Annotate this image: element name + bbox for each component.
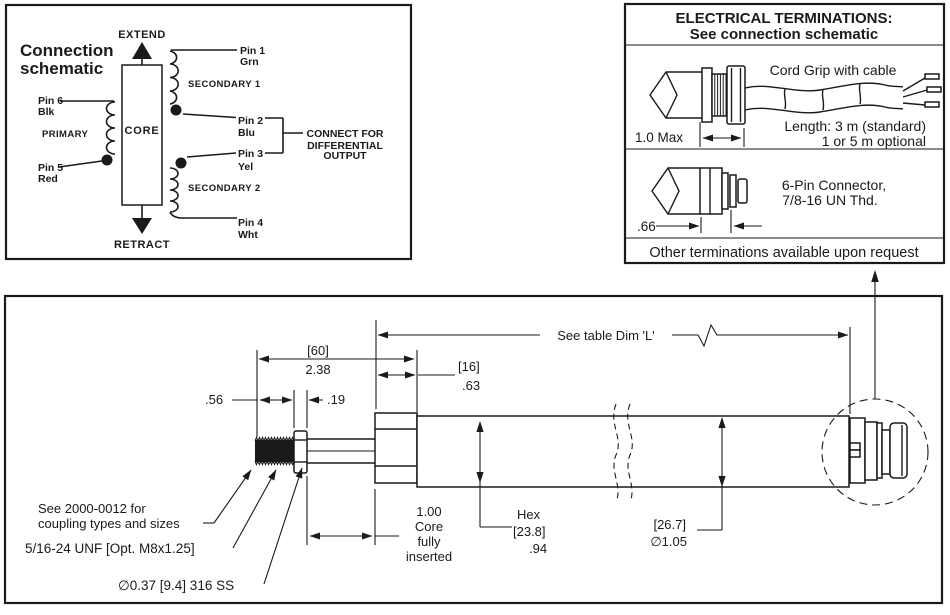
probe-body xyxy=(254,270,929,506)
grip-thread-hatching xyxy=(714,74,727,116)
differential-note-line1: CONNECT FOR xyxy=(307,128,384,140)
dimension-drawing-panel: See table Dim 'L' [60] 2.38 [16] .63 .56 xyxy=(3,270,944,605)
coupling-nut xyxy=(293,430,308,474)
differential-note-line2: DIFFERENTIAL xyxy=(307,140,383,152)
secondary1-label: SECONDARY 1 xyxy=(188,79,261,90)
schematic-title-line2: schematic xyxy=(20,59,103,78)
thread-note: 5/16-24 UNF [Opt. M8x1.25] xyxy=(25,541,195,556)
coupling-note-line1: See 2000-0012 for xyxy=(38,501,146,516)
dim-hex xyxy=(476,421,512,528)
secondary2-winding xyxy=(169,152,237,219)
hex-note-line2: [23.8] xyxy=(513,524,546,539)
pin6-color: Blk xyxy=(38,106,55,118)
probe-tube xyxy=(416,415,850,488)
pin3-label: Pin 3 xyxy=(238,148,263,160)
dim-L xyxy=(375,320,851,414)
dia-note-line1: [26.7] xyxy=(653,517,686,532)
primary-polarity-dot xyxy=(101,154,113,166)
terminations-header-line1: ELECTRICAL TERMINATIONS: xyxy=(676,10,893,27)
schematic-title-line1: Connection xyxy=(20,41,114,60)
pin2-label: Pin 2 xyxy=(238,115,263,127)
dim-56-label: .56 xyxy=(205,392,223,407)
dim-60-in: 2.38 xyxy=(305,362,330,377)
connection-schematic-panel: Connection schematic CORE EXTEND RETRACT… xyxy=(4,3,413,261)
cable-bottom xyxy=(744,104,904,114)
core-note-line4: inserted xyxy=(406,549,452,564)
dim-60-mm: [60] xyxy=(307,343,329,358)
pin1-label: Pin 1 xyxy=(240,45,265,57)
drawing-panel-border xyxy=(3,294,944,605)
cord-grip-title: Cord Grip with cable xyxy=(770,62,897,78)
hex-note-line1: Hex xyxy=(517,507,541,522)
dim-16-in: .63 xyxy=(462,378,480,393)
dim-19-label: .19 xyxy=(327,392,345,407)
core-note-line2: Core xyxy=(415,519,443,534)
schematic-panel-border xyxy=(4,3,413,261)
six-pin-connector-drawing xyxy=(651,167,748,215)
core-note-line3: fully xyxy=(417,534,441,549)
dim-L-label: See table Dim 'L' xyxy=(557,328,654,343)
dim-56-19 xyxy=(232,390,323,428)
dia-note-line2: ∅1.05 xyxy=(650,534,687,549)
extend-label: EXTEND xyxy=(118,29,166,41)
retract-label: RETRACT xyxy=(114,239,170,251)
connector-title-line1: 6-Pin Connector, xyxy=(782,177,886,193)
cord-grip-length-line1: Length: 3 m (standard) xyxy=(784,118,926,134)
cord-grip-length-line2: 1 or 5 m optional xyxy=(822,133,926,149)
retract-arrow-icon xyxy=(132,218,152,234)
pin3-color: Yel xyxy=(238,161,253,173)
secondary2-polarity-dot xyxy=(175,157,187,169)
terminations-header-line2: See connection schematic xyxy=(690,26,878,43)
cord-grip-drawing xyxy=(649,65,942,125)
pin6-label: Pin 6 xyxy=(38,95,63,107)
dim-16 xyxy=(377,350,455,412)
coupling-note-line2: coupling types and sizes xyxy=(38,516,180,531)
dim-core-inserted xyxy=(306,476,399,545)
cord-grip-dimension xyxy=(699,122,745,147)
cable-wires xyxy=(902,73,942,108)
cord-grip-dim-label: 1.0 Max xyxy=(635,130,683,145)
terminations-footer: Other terminations available upon reques… xyxy=(649,245,918,261)
pin4-color: Wht xyxy=(238,229,258,241)
connector-dim-label: .66 xyxy=(637,219,656,234)
hex-note-line3: .94 xyxy=(529,541,547,556)
hex-section xyxy=(374,412,418,484)
tube-break-line-2 xyxy=(627,403,633,503)
electrical-terminations-panel: ELECTRICAL TERMINATIONS: See connection … xyxy=(623,2,946,265)
threaded-stud xyxy=(255,440,294,462)
core-note-line1: 1.00 xyxy=(416,504,441,519)
differential-bracket xyxy=(265,117,303,154)
pin5-label: Pin 5 xyxy=(38,162,63,174)
dim-16-mm: [16] xyxy=(458,359,480,374)
core-label: CORE xyxy=(125,125,160,137)
detail-reference-arrowhead xyxy=(871,270,879,282)
secondary1-polarity-dot xyxy=(170,104,182,116)
terminations-panel-border xyxy=(623,2,946,265)
pin1-color: Grn xyxy=(240,56,259,68)
connector-dimension xyxy=(656,210,762,233)
pin5-color: Red xyxy=(38,173,58,185)
pin4-label: Pin 4 xyxy=(238,217,263,229)
primary-label: PRIMARY xyxy=(42,129,89,140)
dim-diameter xyxy=(697,417,726,531)
secondary2-label: SECONDARY 2 xyxy=(188,183,261,194)
primary-winding xyxy=(58,100,116,168)
cable-top xyxy=(744,82,904,92)
extend-arrow-icon xyxy=(132,42,152,59)
differential-note-line3: OUTPUT xyxy=(323,150,367,162)
tube-break-line-1 xyxy=(613,403,619,503)
probe-end-connector xyxy=(849,417,908,484)
rod-note: ∅0.37 [9.4] 316 SS xyxy=(118,578,234,593)
secondary1-winding xyxy=(169,49,237,119)
pin2-color: Blu xyxy=(238,127,255,139)
leader-lines xyxy=(203,467,303,585)
dim-60 xyxy=(256,350,415,437)
connector-title-line2: 7/8-16 UN Thd. xyxy=(782,192,877,208)
